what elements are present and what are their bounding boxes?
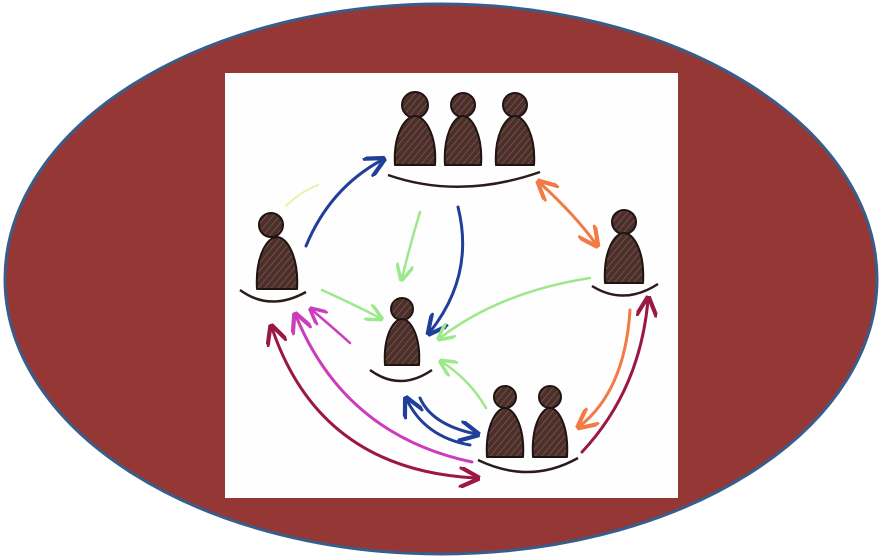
person-icon (494, 92, 536, 166)
person-icon (255, 212, 299, 290)
arrow-pair-to-left-magenta (296, 316, 474, 464)
arrow-pair-to-right-crimson (580, 300, 648, 454)
group-left (239, 212, 307, 303)
group-center (369, 297, 433, 383)
person-icon (485, 385, 525, 458)
person-icon (603, 209, 645, 284)
person-icon (443, 92, 483, 166)
arrow-top-right-orange (540, 183, 596, 244)
arrow-right-to-pair-orange (580, 308, 632, 426)
group-top (387, 91, 541, 189)
person-icon (393, 91, 437, 166)
person-icon (531, 385, 569, 458)
group-bottom-right (477, 385, 579, 474)
arrow-left-to-center-green (320, 288, 380, 318)
group-base-line (239, 288, 307, 303)
group-base-line (387, 170, 541, 189)
arrow-left-to-top-pale (285, 184, 319, 207)
arrow-left-to-top-blue (304, 160, 382, 248)
person-icon (383, 297, 421, 366)
group-base-line (369, 368, 433, 383)
arrow-left-pair-crimson (272, 328, 476, 478)
group-base-line (591, 282, 659, 297)
arrow-top-to-center-blue (430, 205, 465, 332)
connection-arrows (272, 160, 648, 478)
group-right (591, 209, 659, 297)
arrow-top-to-center-green (402, 210, 422, 278)
group-base-line (477, 456, 579, 474)
